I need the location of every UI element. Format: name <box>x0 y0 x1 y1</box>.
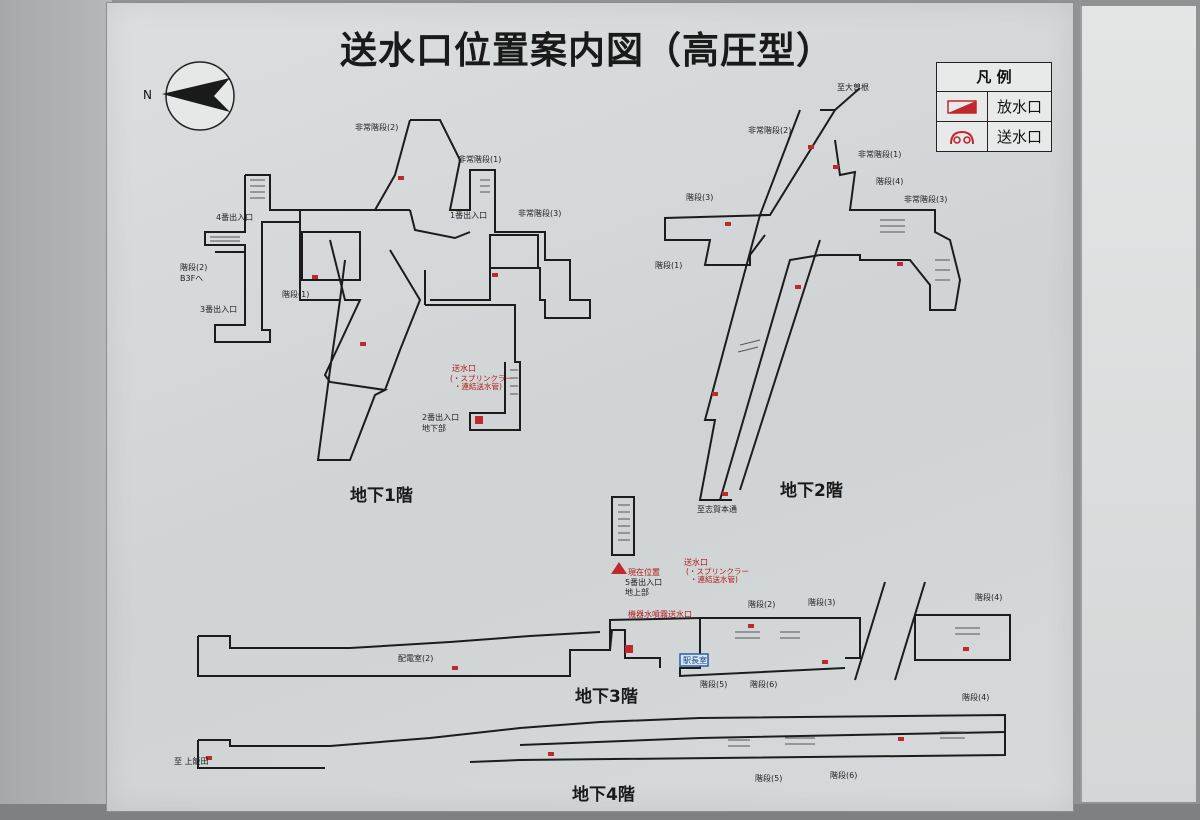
b3-label-stairs-6: 階段(6) <box>750 680 778 689</box>
legend-label-inlet: 送水口 <box>996 128 1042 146</box>
b1-label-exit-1: 1番出入口 <box>450 211 488 220</box>
station-master-room-box <box>679 653 709 667</box>
legend: 凡 例 放水口 送水口 <box>936 62 1052 152</box>
b3-label-stairs-3: 階段(3) <box>808 598 836 607</box>
b3-label-station-master: 駅長室 <box>683 656 707 665</box>
floor-b4-name: 地下4階 <box>572 785 635 805</box>
b2-label-emergency-stairs-2: 非常階段(2) <box>748 126 792 135</box>
floor-b2-discharge-outlets <box>712 145 903 496</box>
background-wall-left <box>0 0 112 820</box>
b1-label-exit-3: 3番出入口 <box>200 305 238 314</box>
b1-label-exit-2: 2番出入口 <box>422 413 460 422</box>
b1-label-inlet-note-1: (・スプリンクラー <box>450 374 513 383</box>
b2-label-to-south: 至志賀本通 <box>697 505 737 514</box>
b4-label-stairs-5: 階段(5) <box>755 774 783 783</box>
floor-b1-name: 地下1階 <box>350 486 413 506</box>
legend-title: 凡 例 <box>937 63 1051 92</box>
b2-label-emergency-stairs-3: 非常階段(3) <box>904 195 948 204</box>
b1-label-inlet-note-2: ・連結送水管) <box>454 382 502 391</box>
legend-row-discharge: 放水口 <box>937 92 1051 122</box>
floor-b2-plan <box>664 87 962 501</box>
b1-label-inlet: 送水口 <box>452 364 476 373</box>
b1-label-to-b3f: B3Fへ <box>180 274 204 283</box>
b3-label-inlet: 送水口 <box>684 558 708 567</box>
legend-label-discharge: 放水口 <box>996 98 1042 116</box>
floor-b2-stairs-hatching <box>737 219 950 353</box>
b3-label-inlet-note-2: ・連結送水管) <box>690 575 738 584</box>
b1-label-exit-2-underground: 地下部 <box>422 424 446 433</box>
floor-b4-stairs-hatching <box>728 731 965 747</box>
discharge-outlet-icon <box>937 92 988 121</box>
b2-label-to-north: 至大曽根 <box>837 83 869 92</box>
b3-label-stairs-4: 階段(4) <box>975 593 1003 602</box>
b3-label-stairs-2: 階段(2) <box>748 600 776 609</box>
b4-label-to-west: 至 上飯田 <box>174 757 209 766</box>
b1-label-exit-4: 4番出入口 <box>216 213 254 222</box>
floor-b2-name: 地下2階 <box>780 481 843 501</box>
floor-b1-stairs-hatching <box>210 179 518 395</box>
b3-label-sprinkler-inlet: 機器水噴霧送水口 <box>628 610 692 619</box>
b2-label-stairs-1: 階段(1) <box>655 261 683 270</box>
b1-label-stairs-2: 階段(2) <box>180 263 208 272</box>
b1-label-emergency-stairs-3: 非常階段(3) <box>518 209 562 218</box>
compass-icon <box>162 61 235 131</box>
b3-label-exit-5: 5番出入口 <box>625 578 663 587</box>
b3-label-exit-5-above: 地上部 <box>625 588 649 597</box>
floor-b3-stairs-hatching <box>618 504 980 639</box>
b3-label-inlet-note-1: (・スプリンクラー <box>686 567 749 576</box>
b3-label-current-position: 現在位置 <box>628 568 660 577</box>
compass-north-label: N <box>143 88 152 102</box>
floor-b1-plan <box>204 119 591 461</box>
page-title: 送水口位置案内図（高圧型） <box>340 29 834 72</box>
b2-label-stairs-3: 階段(3) <box>686 193 714 202</box>
floor-b4-discharge-outlets <box>206 737 904 760</box>
b4-label-stairs-4: 階段(4) <box>962 693 990 702</box>
b1-label-stairs-1: 階段(1) <box>282 290 310 299</box>
b1-label-emergency-stairs-2: 非常階段(2) <box>355 123 399 132</box>
current-position-marker-icon <box>611 562 627 574</box>
floor-b3-discharge-outlets <box>452 624 969 670</box>
b2-label-stairs-4: 階段(4) <box>876 177 904 186</box>
b1-label-emergency-stairs-1: 非常階段(1) <box>458 155 502 164</box>
floor-b3-name: 地下3階 <box>575 687 638 707</box>
b2-label-emergency-stairs-1: 非常階段(1) <box>858 150 902 159</box>
floor-b1-discharge-outlets <box>312 176 498 424</box>
b3-label-stairs-5: 階段(5) <box>700 680 728 689</box>
legend-row-inlet: 送水口 <box>937 122 1051 151</box>
floor-b3-plan <box>197 496 1011 681</box>
floor-b4-plan <box>197 713 1006 769</box>
adjacent-panel <box>1080 6 1196 802</box>
water-inlet-icon <box>937 122 988 151</box>
b3-label-electrical-room: 配電室(2) <box>398 654 434 663</box>
b4-label-stairs-6: 階段(6) <box>830 771 858 780</box>
